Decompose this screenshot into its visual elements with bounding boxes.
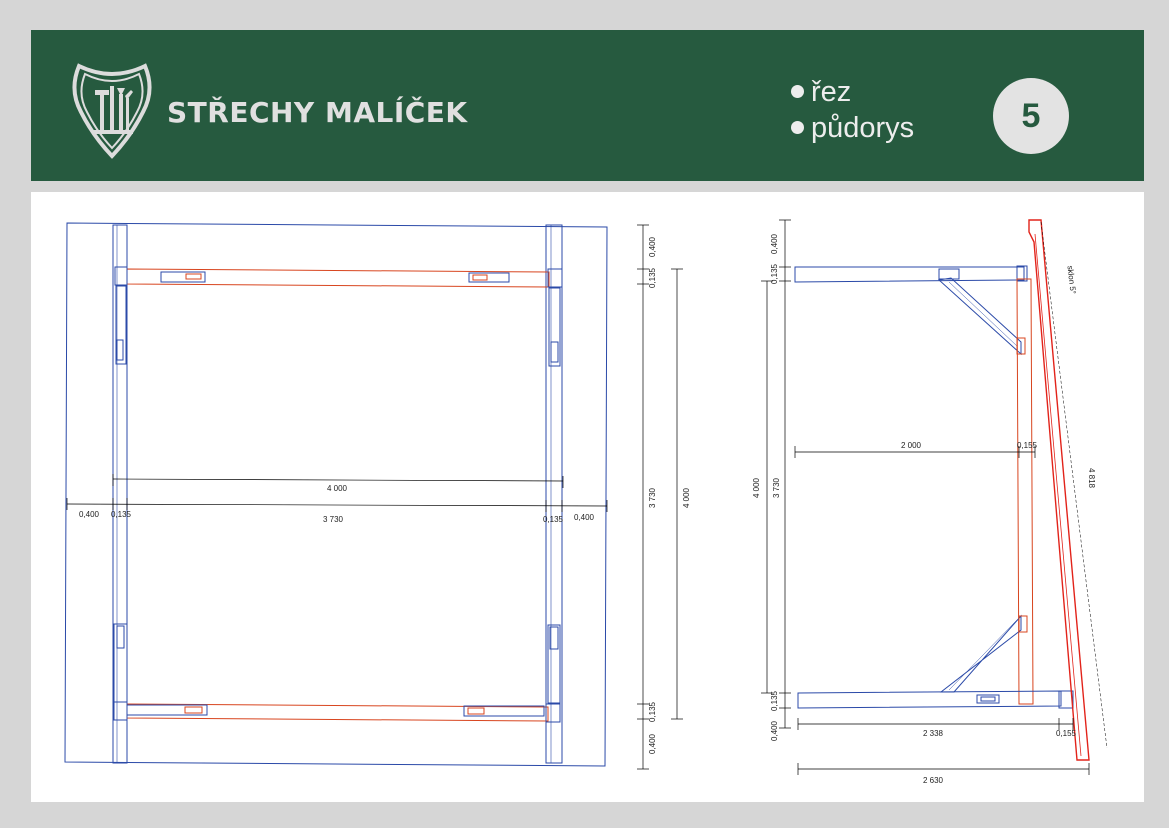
bottom-arm <box>797 690 1062 709</box>
main-post <box>1016 278 1034 705</box>
dim-section-top-post: 0,135 <box>770 263 779 284</box>
dim-section-arm-post: 0,155 <box>1017 441 1038 450</box>
dim-section-bottom-post: 0,135 <box>770 690 779 711</box>
section-dimensions <box>761 219 1090 775</box>
dim-section-base-length: 2 338 <box>923 729 944 738</box>
plan-dimensions-horizontal <box>66 474 608 512</box>
legend-item-plan: půdorys <box>791 112 914 145</box>
dim-plan-clear: 3 730 <box>323 515 344 524</box>
bullet-icon <box>791 120 804 134</box>
bottom-strut <box>939 614 1022 693</box>
header-bar: STŘECHY MALÍČEK řez půdorys 5 <box>31 30 1144 181</box>
dim-section-bottom-overhang: 0,400 <box>770 720 779 741</box>
roof-section <box>1028 219 1090 761</box>
dim-section-slope: sklon 5° <box>1066 265 1078 294</box>
section-view <box>794 219 1108 761</box>
dim-plan-side-top-post: 0,135 <box>648 267 657 288</box>
dim-plan-side-clear: 3 730 <box>648 487 657 508</box>
dim-section-height-total: 4 000 <box>752 477 761 498</box>
legend-item-section: řez <box>791 76 851 109</box>
plan-dimensions-vertical <box>637 224 683 770</box>
dim-plan-total: 4 000 <box>327 484 348 493</box>
dim-plan-right-overhang: 0,400 <box>574 513 595 522</box>
drawing-panel: 4 000 0,400 0,135 3 730 0,135 0,400 0,40… <box>31 192 1144 802</box>
plan-view <box>64 222 608 767</box>
dim-plan-side-bottom-overhang: 0,400 <box>648 733 657 754</box>
top-arm <box>794 266 1025 283</box>
brand-name: STŘECHY MALÍČEK <box>167 96 468 129</box>
right-post-column <box>545 224 563 764</box>
technical-drawing: 4 000 0,400 0,135 3 730 0,135 0,400 0,40… <box>64 219 1108 785</box>
dim-plan-side-bottom-post: 0,135 <box>648 701 657 722</box>
legend-label-plan: půdorys <box>811 112 915 144</box>
dim-plan-left-overhang: 0,400 <box>79 510 100 519</box>
shield-logo-icon <box>72 63 152 159</box>
left-post-column <box>112 224 128 764</box>
dim-plan-left-post: 0,135 <box>111 510 132 519</box>
dim-section-arm-length: 2 000 <box>901 441 922 450</box>
sheet-number-badge: 5 <box>993 78 1069 154</box>
roof-outline <box>64 222 608 767</box>
dim-plan-side-total: 4 000 <box>682 487 691 508</box>
dim-plan-side-top-overhang: 0,400 <box>648 236 657 257</box>
dim-section-base-post: 0,155 <box>1056 729 1077 738</box>
dim-section-overall-width: 2 630 <box>923 776 944 785</box>
bullet-icon <box>791 84 804 98</box>
dim-section-height-clear: 3 730 <box>772 477 781 498</box>
dim-section-top-overhang: 0,400 <box>770 233 779 254</box>
legend-label-section: řez <box>811 76 852 108</box>
dim-section-roof-length: 4 818 <box>1087 468 1096 489</box>
dim-plan-right-post: 0,135 <box>543 515 564 524</box>
top-strut <box>937 277 1022 356</box>
